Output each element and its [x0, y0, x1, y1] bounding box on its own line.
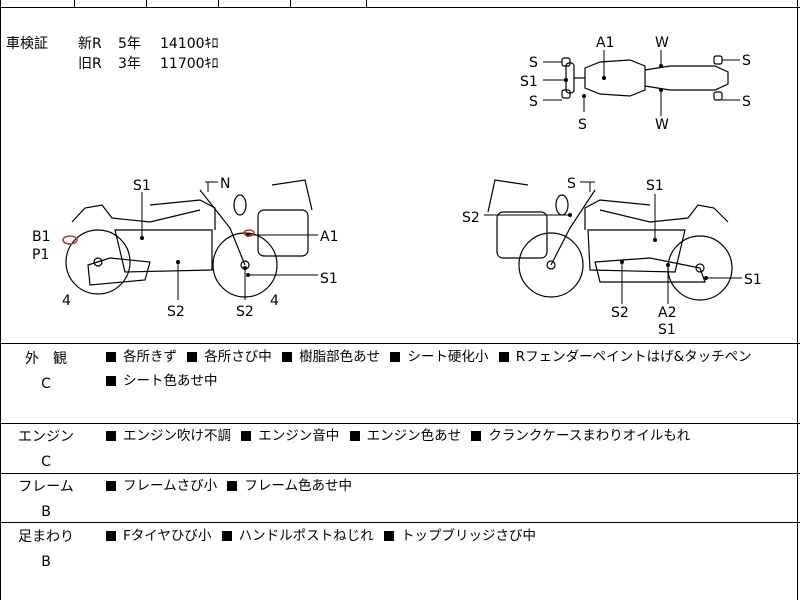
divider-engine [0, 473, 800, 474]
right-s1-r-label: S1 [744, 272, 762, 288]
left-4-label: 4 [62, 293, 71, 309]
right-a2-label: A2 [658, 305, 676, 321]
right-side-leader-lines [484, 181, 742, 304]
section-suspension-line-1: Fタイヤひび小 ハンドルポストねじれ トップブリッジさび中 [106, 524, 542, 548]
list-item: エンジン吹け不調 [106, 428, 231, 444]
list-item: エンジン色あせ [349, 428, 461, 444]
left-s2-a-label: S2 [167, 304, 185, 320]
right-side-motorcycle-outline [487, 179, 733, 301]
right-s2-l-label: S2 [462, 210, 480, 226]
list-item: 樹脂部色あせ [282, 349, 380, 365]
right-s2-b-label: S2 [611, 305, 629, 321]
top-s1-ml-label: S1 [520, 74, 538, 90]
shaken-label: 車検証 [6, 36, 48, 52]
top-w-top-label: W [655, 35, 669, 51]
left-4-r-label: 4 [270, 293, 279, 309]
section-frame-name: フレーム B [0, 476, 92, 523]
section-frame-items: フレームさび小 フレーム色あせ中 [106, 474, 358, 498]
list-item: Rフェンダーペイントはげ&タッチペン [498, 349, 752, 365]
right-side-damage-dots [568, 213, 708, 280]
damage-diagrams: A1 W S S1 S S W S S S1 N B1 P1 A1 S1 4 4… [32, 35, 762, 338]
right-s1-b-label: S1 [658, 322, 676, 338]
top-s-tr-label: S [742, 53, 751, 69]
section-exterior-line-1: 各所きず 各所さび中 樹脂部色あせ シート硬化小 Rフェンダーペイントはげ&タッ… [106, 345, 758, 369]
list-item: フレームさび小 [106, 478, 217, 494]
section-suspension-grade: B [41, 554, 51, 570]
divider-diagrams [0, 343, 800, 344]
top-view-damage-dots [564, 64, 663, 98]
section-exterior-grade: C [41, 376, 51, 392]
left-side-motorcycle-outline [65, 179, 313, 298]
section-suspension-items: Fタイヤひび小 ハンドルポストねじれ トップブリッジさび中 [106, 524, 542, 548]
left-b1-label: B1 [32, 229, 51, 245]
top-s-tl-label: S [529, 55, 538, 71]
left-side-b1-marker [62, 235, 78, 245]
left-a1-label: A1 [320, 229, 338, 245]
section-exterior-items: 各所きず 各所さび中 樹脂部色あせ シート硬化小 Rフェンダーペイントはげ&タッ… [106, 345, 758, 393]
section-engine-items: エンジン吹け不調 エンジン音中 エンジン色あせ クランクケースまわりオイルもれ [106, 424, 696, 448]
section-frame-grade: B [41, 504, 51, 520]
top-w-bottom-label: W [655, 117, 669, 133]
divider-exterior [0, 423, 800, 424]
list-item: フレーム色あせ中 [227, 478, 352, 494]
left-n-label: N [220, 176, 230, 192]
section-engine-name: エンジン C [0, 426, 92, 473]
list-item: シート硬化小 [390, 349, 488, 365]
list-item: クランクケースまわりオイルもれ [471, 428, 690, 444]
top-s-bl-label: S [529, 94, 538, 110]
section-engine-grade: C [41, 454, 51, 470]
list-item: Fタイヤひび小 [106, 528, 211, 544]
top-view-leader-lines [543, 50, 740, 116]
section-engine-line-1: エンジン吹け不調 エンジン音中 エンジン色あせ クランクケースまわりオイルもれ [106, 424, 696, 448]
top-view-motorcycle-outline [561, 55, 729, 101]
list-item: ハンドルポストねじれ [221, 528, 374, 544]
top-s-b-label: S [578, 117, 587, 133]
left-s1-r-label: S1 [320, 271, 338, 287]
left-side-a1-marker [243, 229, 255, 237]
left-side-leader-lines [141, 181, 318, 300]
top-a1-label: A1 [596, 35, 614, 51]
list-item: 各所きず [106, 349, 177, 365]
right-s1-label: S1 [646, 178, 664, 194]
list-item: エンジン音中 [241, 428, 339, 444]
top-s-br-label: S [742, 94, 751, 110]
left-p1-label: P1 [32, 247, 49, 263]
left-s1-label: S1 [133, 178, 151, 194]
section-exterior-line-2: シート色あせ中 [106, 369, 758, 393]
list-item: シート色あせ中 [106, 373, 218, 389]
right-s-label: S [567, 176, 576, 192]
section-frame-line-1: フレームさび小 フレーム色あせ中 [106, 474, 358, 498]
divider-frame [0, 522, 800, 523]
list-item: 各所さび中 [187, 349, 272, 365]
list-item: トップブリッジさび中 [383, 528, 536, 544]
top-table-strip [0, 0, 800, 8]
section-exterior-name: 外 観 C [0, 348, 92, 395]
section-suspension-name: 足まわり B [0, 526, 92, 573]
left-s2-b-label: S2 [236, 304, 254, 320]
